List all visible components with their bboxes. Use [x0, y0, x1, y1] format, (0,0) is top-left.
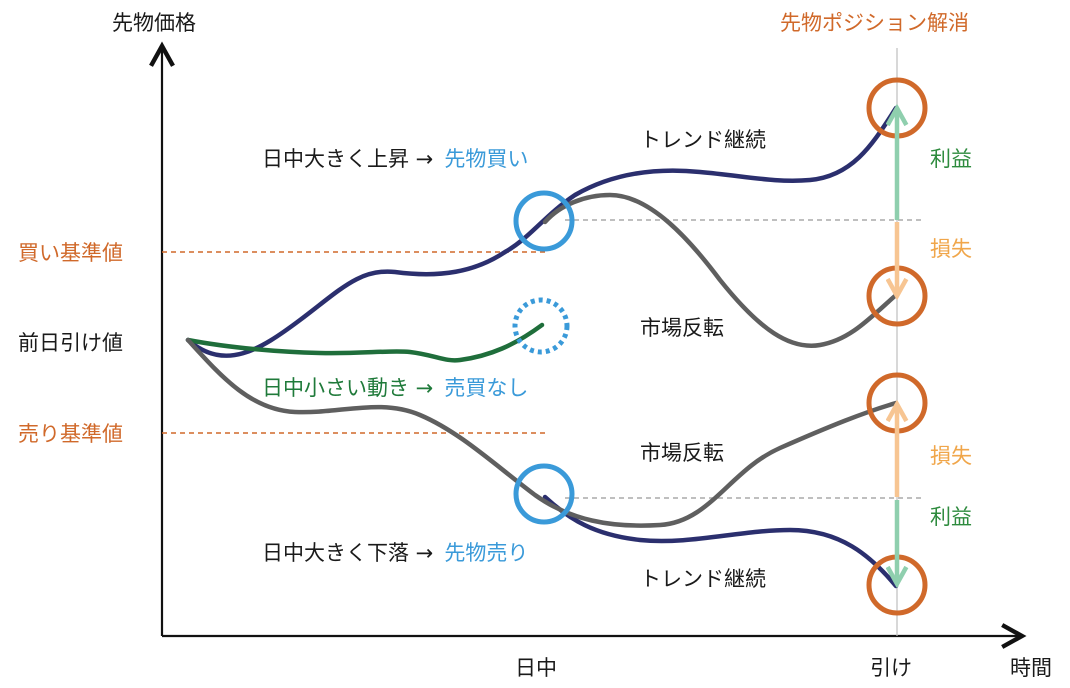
upper-reversal-path	[542, 192, 899, 348]
rise-scenario-label: 日中大きく上昇 → 先物買い	[262, 147, 528, 171]
x-tick-midday: 日中	[515, 656, 557, 680]
sell-entry-circle	[513, 463, 575, 525]
rise-scenario-prefix: 日中大きく上昇 →	[262, 147, 433, 171]
x-tick-close: 引け	[870, 656, 912, 680]
flat-scenario-label: 日中小さい動き → 売買なし	[262, 376, 528, 400]
upper-profit-label: 利益	[930, 147, 972, 171]
flat-move-path	[185, 322, 545, 363]
lower-loss-label: 損失	[930, 444, 972, 468]
uptrend-continue-path	[185, 105, 899, 358]
upper-loss-label: 損失	[930, 237, 972, 261]
reversal-down-label: 市場反転	[640, 441, 724, 465]
sell-threshold-label: 売り基準値	[18, 422, 123, 446]
y-axis-label: 先物価格	[112, 11, 196, 35]
reversal-up-label: 市場反転	[640, 316, 724, 340]
fall-scenario-prefix: 日中大きく下落 →	[262, 541, 433, 565]
lower-profit-label: 利益	[930, 505, 972, 529]
close-position-title: 先物ポジション解消	[780, 11, 969, 35]
flat-scenario-action: 売買なし	[444, 376, 528, 400]
fall-scenario-action: 先物売り	[444, 541, 528, 565]
flat-scenario-prefix: 日中小さい動き →	[262, 376, 433, 400]
no-trade-dotted-circle	[512, 297, 570, 355]
downtrend-continue-path	[542, 494, 899, 589]
fall-and-lower-reversal-path	[185, 337, 899, 528]
trend-up-label: トレンド継続	[640, 128, 766, 152]
fall-scenario-label: 日中大きく下落 → 先物売り	[262, 541, 528, 565]
trend-down-label: トレンド継続	[640, 567, 766, 591]
rise-scenario-action: 先物買い	[444, 147, 528, 171]
buy-threshold-label: 買い基準値	[18, 241, 123, 265]
x-axis-label: 時間	[1010, 656, 1052, 680]
prev-close-label: 前日引け値	[18, 331, 123, 355]
buy-entry-circle	[513, 190, 575, 252]
